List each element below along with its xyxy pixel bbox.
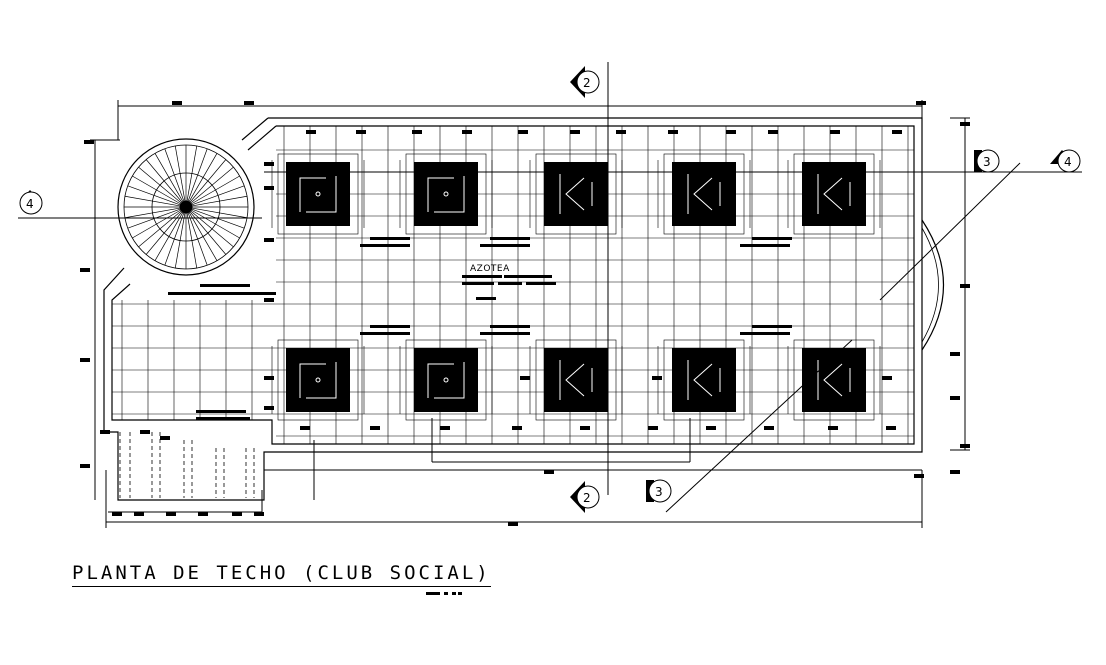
section-lines — [18, 62, 1082, 513]
porch-columns — [119, 432, 255, 498]
skylight-unit — [787, 339, 881, 421]
axis-marker-2-bottom: 2 — [570, 481, 600, 513]
svg-text:4: 4 — [1064, 155, 1072, 169]
skylight-unit — [657, 339, 751, 421]
label-underlines — [168, 237, 792, 420]
curved-bay — [921, 219, 944, 351]
svg-text:2: 2 — [583, 76, 591, 90]
skylight-unit — [271, 339, 365, 421]
axis-marker-3-top: 3 — [974, 149, 1000, 173]
dimension-ticks — [80, 101, 970, 526]
axis-marker-4-left: 4 — [19, 190, 43, 215]
scale-note — [426, 592, 462, 595]
skylight-units — [271, 153, 881, 421]
svg-text:2: 2 — [583, 491, 591, 505]
skylight-unit — [657, 153, 751, 235]
svg-text:3: 3 — [655, 485, 663, 499]
axis-marker-2-top: 2 — [570, 66, 600, 98]
svg-text:3: 3 — [983, 155, 991, 169]
area-label: AZOTEA — [470, 264, 510, 274]
spiral-staircase — [117, 138, 255, 276]
building-outline — [103, 117, 923, 501]
axis-marker-3-bottom: 3 — [646, 479, 672, 503]
skylight-unit — [271, 153, 365, 235]
skylight-unit — [529, 339, 623, 421]
svg-text:4: 4 — [26, 197, 34, 211]
skylight-unit — [399, 339, 493, 421]
skylight-unit — [529, 153, 623, 235]
drawing-title: PLANTA DE TECHO (CLUB SOCIAL) — [72, 562, 491, 587]
skylight-unit — [787, 153, 881, 235]
skylight-unit — [399, 153, 493, 235]
axis-marker-4-right: 4 — [1050, 149, 1081, 173]
